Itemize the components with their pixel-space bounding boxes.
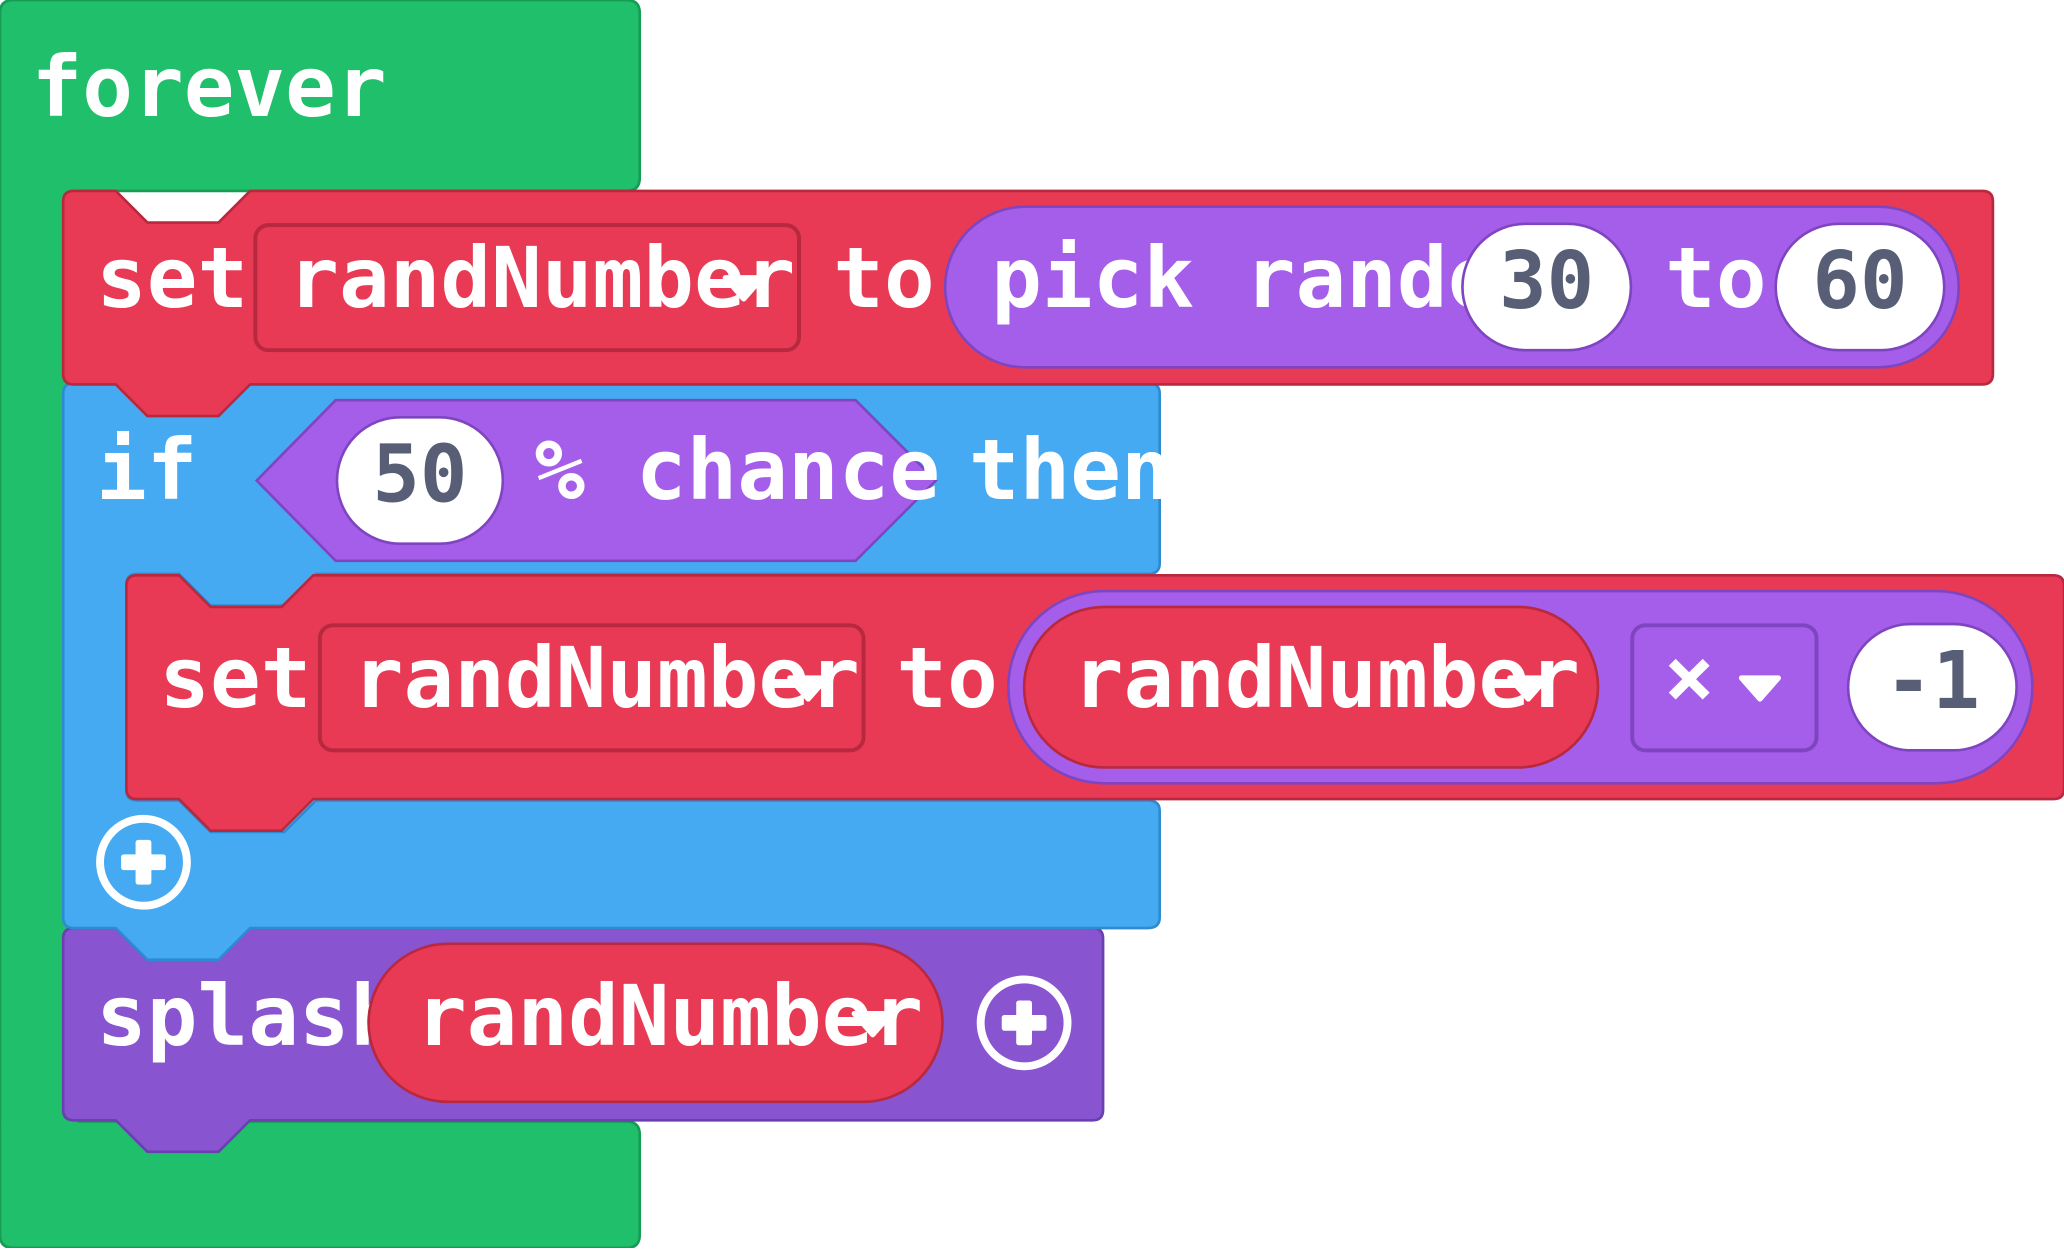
plus-circle-icon[interactable] [96, 814, 191, 910]
splash-variable-name: randNumber [416, 967, 923, 1065]
operator-dropdown[interactable]: × [1630, 623, 1819, 753]
random-min-value: 30 [1499, 235, 1594, 327]
dropdown-triangle-icon[interactable] [1738, 675, 1781, 702]
dropdown-triangle-icon[interactable] [722, 275, 765, 302]
to-label-inner: to [896, 629, 997, 727]
arithmetic-right-value: -1 [1885, 635, 1980, 727]
random-min-input[interactable] [1461, 222, 1633, 352]
set-keyword-outer: set [96, 229, 248, 327]
then-label: then [969, 421, 1172, 519]
random-to-label: to [1665, 229, 1766, 327]
forever-label: forever [32, 38, 387, 136]
operator-symbol: × [1664, 628, 1715, 726]
variable-dropdown-outer[interactable]: randNumber [253, 223, 801, 353]
to-label-outer: to [833, 229, 934, 327]
if-keyword: if [96, 421, 197, 519]
arithmetic-left-variable[interactable]: randNumber [1022, 605, 1600, 769]
dropdown-triangle-icon[interactable] [851, 1011, 894, 1038]
set-keyword-inner: set [159, 629, 311, 727]
random-max-input[interactable] [1774, 222, 1946, 352]
set-variable-block-outer[interactable]: set randNumber to pick random 30 to 60 [61, 189, 1995, 418]
splash-block[interactable]: splash randNumber [61, 926, 1105, 1154]
percent-value: 50 [372, 429, 467, 521]
random-max-value: 60 [1812, 235, 1907, 327]
plus-circle-icon[interactable] [976, 975, 1072, 1071]
percent-input[interactable] [335, 416, 505, 546]
if-block[interactable]: if 50 % chance then [61, 381, 1172, 961]
variable-name-outer: randNumber [288, 229, 795, 327]
variable-dropdown-inner[interactable]: randNumber [317, 623, 866, 753]
arithmetic-right-input[interactable] [1846, 622, 2018, 752]
dropdown-triangle-icon[interactable] [787, 675, 830, 702]
splash-keyword: splash [96, 967, 400, 1065]
variable-name-inner: randNumber [353, 629, 860, 727]
percent-chance-block[interactable]: 50 % chance [254, 398, 940, 563]
pick-random-block[interactable]: pick random 30 to 60 [943, 205, 1961, 369]
dropdown-triangle-icon[interactable] [1507, 675, 1550, 702]
arithmetic-left-variable-name: randNumber [1073, 629, 1580, 727]
set-variable-block-inner[interactable]: set randNumber to randNumber × -1 [125, 573, 2064, 832]
arithmetic-block[interactable]: randNumber × -1 [1006, 589, 2034, 785]
pick-random-label: pick random [991, 229, 1549, 327]
splash-variable-reporter[interactable]: randNumber [367, 942, 944, 1104]
chance-label: % chance [534, 421, 940, 519]
forever-block[interactable]: forever [0, 0, 642, 1250]
